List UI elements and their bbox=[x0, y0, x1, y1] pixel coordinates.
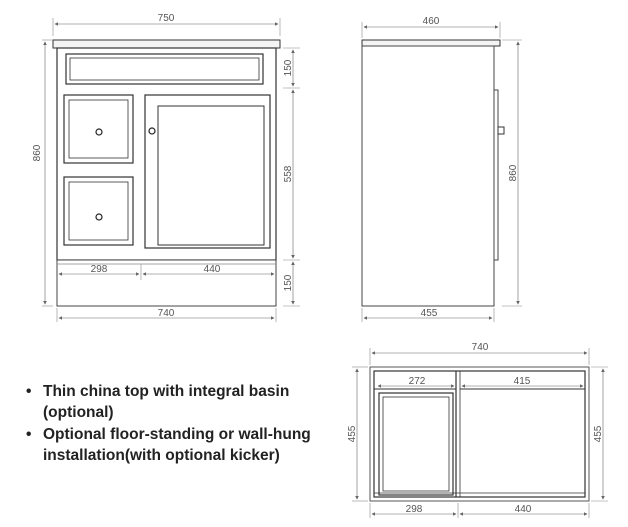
dim-front-width-top: 750 bbox=[158, 13, 175, 24]
dim-side-height: 860 bbox=[508, 164, 519, 181]
top-drawer bbox=[65, 53, 264, 85]
dim-front-width-bottom: 740 bbox=[158, 308, 175, 319]
drawer-knob-lower bbox=[95, 213, 103, 221]
dim-plan-depth-left: 455 bbox=[347, 425, 358, 442]
dim-plan-right-section: 440 bbox=[515, 504, 532, 515]
dim-plan-width: 740 bbox=[472, 342, 489, 353]
side-top bbox=[361, 39, 501, 47]
dim-side-depth-bottom: 455 bbox=[421, 308, 438, 319]
feature-item: • Thin china top with integral basin (opt… bbox=[24, 381, 324, 423]
dim-plan-right-inner: 415 bbox=[514, 376, 531, 387]
feature-text: Optional floor-standing or wall-hung ins… bbox=[43, 426, 311, 464]
feature-text: Thin china top with integral basin (opti… bbox=[43, 383, 290, 421]
dim-plan-left-inner: 272 bbox=[409, 376, 426, 387]
cabinet-door bbox=[144, 94, 271, 249]
door-knob bbox=[148, 127, 156, 135]
left-drawer-lower bbox=[63, 176, 134, 246]
side-view: 460 860 455 bbox=[361, 16, 522, 322]
side-body bbox=[361, 45, 495, 307]
bullet-icon: • bbox=[26, 426, 32, 443]
plan-view: 740 272 415 455 455 298 440 bbox=[347, 342, 608, 518]
plan-drawer-box bbox=[378, 392, 454, 496]
dim-kicker-height: 150 bbox=[283, 274, 294, 291]
dim-plan-depth-right: 455 bbox=[593, 425, 604, 442]
dim-front-height: 860 bbox=[32, 144, 43, 161]
dim-door-width: 440 bbox=[204, 264, 221, 275]
dim-top-drawer-height: 150 bbox=[283, 59, 294, 76]
front-view: 750 860 150 558 150 298 440 740 bbox=[32, 13, 300, 322]
vanity-top bbox=[52, 39, 281, 49]
side-handle bbox=[497, 126, 505, 135]
kicker bbox=[56, 259, 277, 307]
bullet-icon: • bbox=[26, 383, 32, 400]
dim-door-height: 558 bbox=[283, 165, 294, 182]
dim-left-section-width: 298 bbox=[91, 264, 108, 275]
feature-list: • Thin china top with integral basin (opt… bbox=[24, 381, 324, 467]
drawer-knob-upper bbox=[95, 128, 103, 136]
dim-plan-left-section: 298 bbox=[406, 504, 423, 515]
dim-side-depth-top: 460 bbox=[423, 16, 440, 27]
feature-item: • Optional floor-standing or wall-hung in… bbox=[24, 424, 324, 466]
